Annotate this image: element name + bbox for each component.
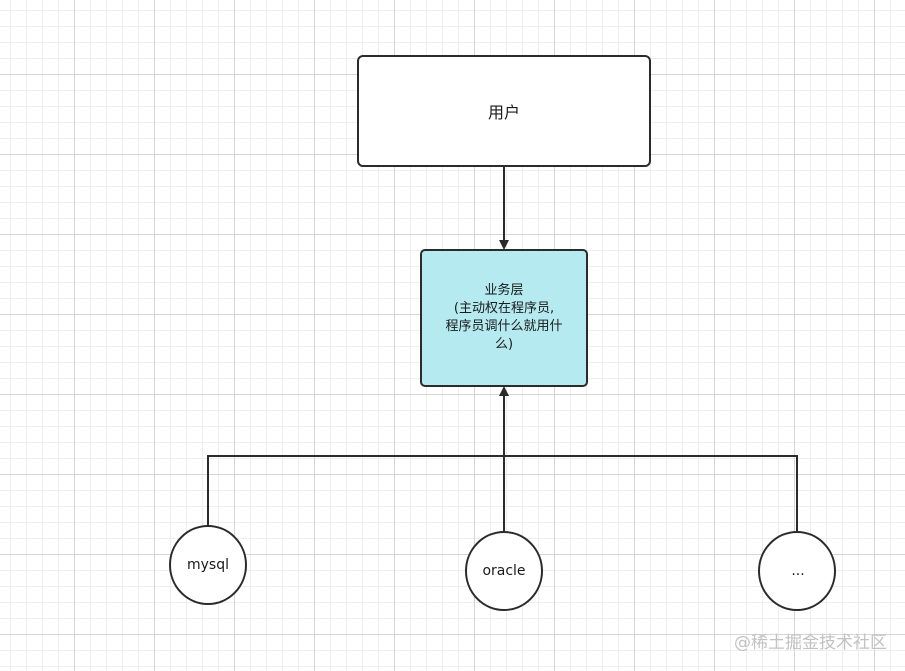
mysql-node[interactable] [169, 525, 247, 605]
more-node[interactable] [758, 531, 836, 611]
mysql-label: mysql [187, 557, 229, 573]
user-box[interactable] [357, 55, 651, 167]
more-label: ... [791, 563, 805, 579]
connector-tree[interactable] [207, 455, 798, 531]
oracle-node[interactable] [465, 531, 543, 611]
watermark: @稀土掘金技术社区 [734, 633, 887, 653]
user-label: 用户 [487, 103, 520, 122]
business-layer-label: 业务层 (主动权在程序员, 程序员调什么就用什 么) [422, 251, 586, 385]
business-layer-line-3: 程序员调什么就用什 [445, 319, 563, 334]
business-layer-line-4: 么) [494, 337, 514, 352]
oracle-label: oracle [482, 563, 526, 579]
business-layer-line-1: 业务层 [484, 283, 524, 298]
business-layer-line-2: (主动权在程序员, [453, 301, 555, 316]
